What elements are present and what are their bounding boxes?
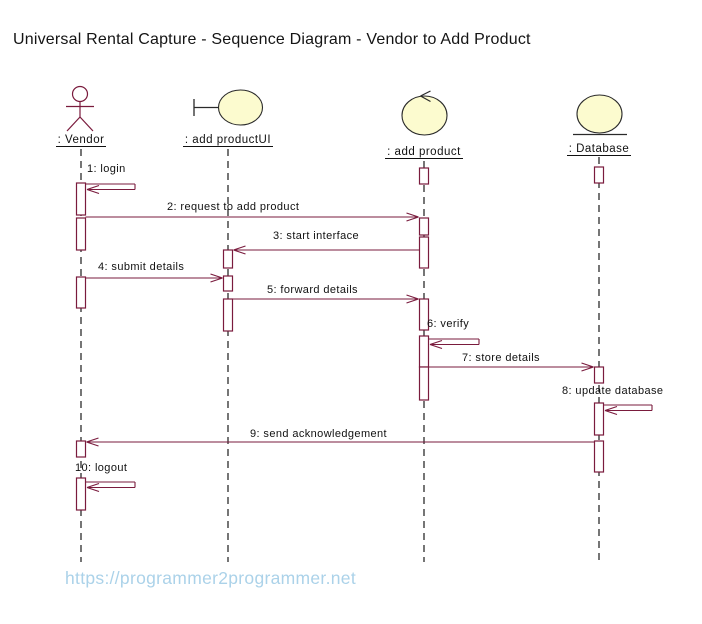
entity-icon [573,94,627,136]
activation-bar [75,276,87,309]
message-6 [428,338,480,350]
message-10 [85,481,136,493]
activation-bar [418,167,430,185]
message-label-6: 6: verify [427,318,470,330]
activation-bar [222,249,234,269]
boundary-icon [193,89,264,126]
activation-bar [75,477,87,511]
arrowhead-icon [86,184,100,195]
lifeline-label-add-product: : add product [385,146,463,159]
activation-bar [593,440,605,473]
activation-bar [418,335,430,368]
activation-bar [593,402,605,436]
activation-bar [75,182,87,216]
lifeline-label-add-product-ui: : add productUI [182,134,274,147]
watermark-url: https://programmer2programmer.net [65,568,356,588]
activation-bar [75,440,87,458]
message-7 [428,362,594,372]
activation-bar [418,217,430,236]
arrowhead-icon [86,437,99,447]
message-1 [85,183,136,195]
arrowhead-icon [604,405,618,416]
arrowhead-icon [581,362,594,372]
message-4 [85,273,223,283]
activation-bar [593,166,605,184]
message-5 [232,294,419,304]
lifeline-label-database: : Database [566,143,632,156]
message-label-8: 8: update database [562,385,664,397]
message-label-7: 7: store details [462,352,540,364]
message-label-5: 5: forward details [267,284,358,296]
diagram-title: Universal Rental Capture - Sequence Diag… [13,31,531,48]
activation-bar [593,366,605,384]
message-label-3: 3: start interface [273,230,360,242]
message-label-2: 2: request to add product [167,201,300,213]
arrowhead-icon [233,245,246,255]
message-label-9: 9: send acknowledgement [250,428,388,440]
arrowhead-icon [210,273,223,283]
activation-bar [75,217,87,251]
arrowhead-icon [86,482,100,493]
message-label-10: 10: logout [75,462,128,474]
message-label-4: 4: submit details [98,261,185,273]
arrowhead-icon [406,294,419,304]
message-2 [85,212,419,222]
message-8 [603,404,653,416]
activation-bar [418,236,430,269]
arrowhead-icon [429,339,443,350]
message-9 [86,437,595,447]
message-label-1: 1: login [87,163,126,175]
message-3 [233,245,420,255]
activation-bar [418,298,430,331]
control-icon [401,90,448,136]
activation-bar [418,366,430,401]
arrowhead-icon [406,212,419,222]
actor-icon [66,85,94,132]
activation-bar [222,275,234,292]
activation-bar [222,298,234,332]
lifeline-label-vendor: : Vendor [55,134,107,147]
